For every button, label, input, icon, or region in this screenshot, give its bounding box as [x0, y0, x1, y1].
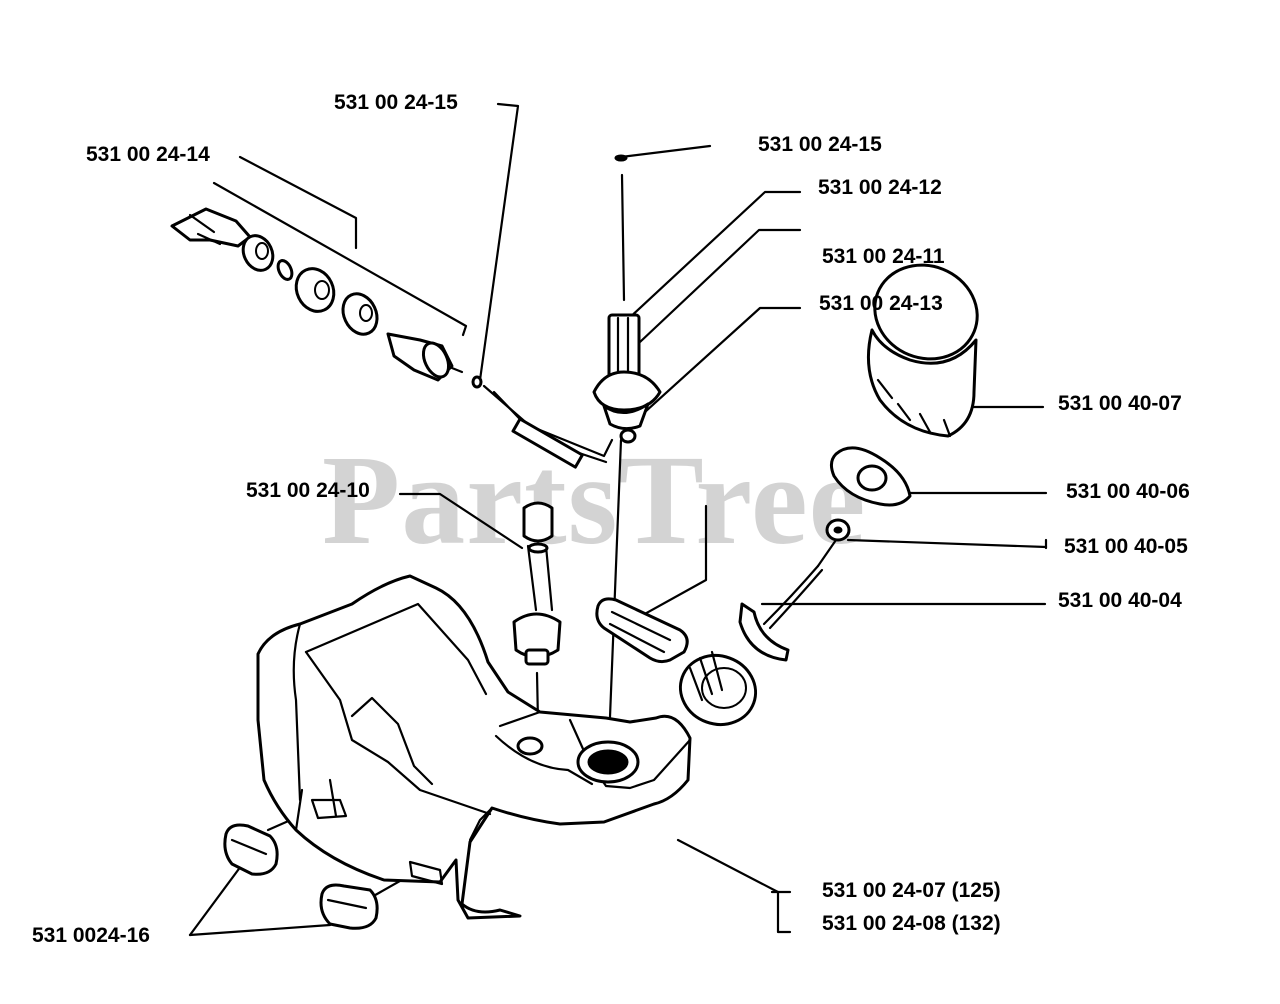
fuel-tank-icon: [256, 574, 692, 920]
part-label-531-00-24-07: 531 00 24-07 (125): [822, 879, 1001, 902]
part-label-531-0024-16: 531 0024-16: [32, 924, 150, 947]
fuel-filter-icon: [512, 501, 562, 666]
fuel-cap-icon: [825, 263, 979, 542]
part-label-531-00-40-05: 531 00 40-05: [1064, 535, 1188, 558]
filler-cap-icon: [678, 564, 824, 726]
part-label-531-00-40-04: 531 00 40-04: [1058, 589, 1182, 612]
fuel-pickup-icon: [592, 154, 662, 444]
grommet-icon: [595, 597, 689, 664]
leader-lines: [188, 102, 1048, 937]
part-label-531-00-24-15-right: 531 00 24-15: [758, 133, 882, 156]
part-label-531-00-24-14: 531 00 24-14: [86, 143, 210, 166]
primer-assembly-icon: [170, 207, 614, 469]
part-label-531-00-24-11: 531 00 24-11: [822, 245, 945, 268]
part-label-531-00-24-08: 531 00 24-08 (132): [822, 912, 1001, 935]
part-label-531-00-24-13: 531 00 24-13: [819, 292, 943, 315]
rubber-foot-icon: [223, 823, 379, 930]
part-label-531-00-40-06: 531 00 40-06: [1066, 480, 1190, 503]
part-label-531-00-40-07: 531 00 40-07: [1058, 392, 1182, 415]
part-label-531-00-24-12: 531 00 24-12: [818, 176, 942, 199]
part-label-531-00-24-10: 531 00 24-10: [246, 479, 370, 502]
part-label-531-00-24-15-top: 531 00 24-15: [334, 91, 458, 114]
